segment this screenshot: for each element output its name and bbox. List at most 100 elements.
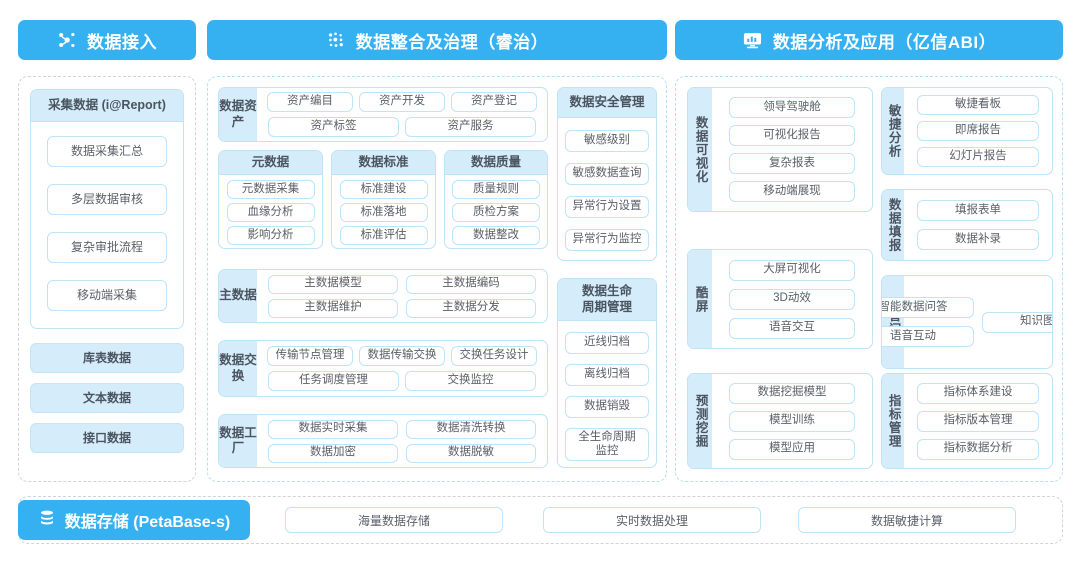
chip-task-schedule[interactable]: 任务调度管理 xyxy=(268,371,399,391)
chip-standard-landing[interactable]: 标准落地 xyxy=(339,203,428,222)
chip-visual-report[interactable]: 可视化报告 xyxy=(729,125,855,146)
header-pill-data-analytics[interactable]: 数据分析及应用（亿信ABI） xyxy=(675,20,1063,60)
chip-voice-dialog[interactable]: 语音互动 xyxy=(882,326,974,347)
chip-sensitive-level[interactable]: 敏感级别 xyxy=(565,130,649,152)
header-pill-data-ingestion[interactable]: 数据接入 xyxy=(18,20,196,60)
header-title: 数据分析及应用（亿信ABI） xyxy=(772,32,997,52)
chip-metric-version[interactable]: 指标版本管理 xyxy=(917,410,1039,432)
chip-lineage-analysis[interactable]: 血缘分析 xyxy=(226,203,315,222)
column-data-analytics: 数据可视化 领导驾驶舱 可视化报告 复杂报表 移动端展现 酷屏 大屏可视化 3D… xyxy=(675,76,1063,482)
chip-node-manage[interactable]: 传输节点管理 xyxy=(267,346,353,366)
bottom-pill-data-storage[interactable]: 数据存储 (PetaBase-s) xyxy=(18,500,250,540)
chip-fill-form[interactable]: 填报表单 xyxy=(917,200,1039,221)
group-data-visualization: 数据可视化 领导驾驶舱 可视化报告 复杂报表 移动端展现 xyxy=(687,87,873,212)
chip-master-model[interactable]: 主数据模型 xyxy=(268,274,398,294)
chip-asset-register[interactable]: 资产登记 xyxy=(451,92,537,112)
card-data-quality: 数据质量 质量规则 质检方案 数据整改 xyxy=(444,150,548,249)
chip-standard-build[interactable]: 标准建设 xyxy=(339,180,428,199)
card-title: 数据标准 xyxy=(332,151,435,175)
card-data-standard: 数据标准 标准建设 标准落地 标准评估 xyxy=(331,150,436,249)
card-title: 数据安全管理 xyxy=(558,88,656,118)
chip-data-rectify[interactable]: 数据整改 xyxy=(452,226,540,245)
chip-impact-analysis[interactable]: 影响分析 xyxy=(226,226,315,245)
group-label: 主数据 xyxy=(219,270,257,322)
chip-collect-summary[interactable]: 数据采集汇总 xyxy=(47,136,167,167)
chip-data-destroy[interactable]: 数据销毁 xyxy=(565,396,649,418)
chip-multilayer-audit[interactable]: 多层数据审核 xyxy=(47,184,167,215)
card-title-line1: 数据生命 xyxy=(581,283,632,298)
chip-api-data[interactable]: 接口数据 xyxy=(30,423,184,453)
chip-agile-dashboard[interactable]: 敏捷看板 xyxy=(917,95,1039,115)
group-label: 数据资产 xyxy=(219,88,257,141)
header-pill-data-governance[interactable]: 数据整合及治理（睿治） xyxy=(207,20,667,60)
group-agile-analysis: 敏捷分析 敏捷看板 即席报告 幻灯片报告 xyxy=(881,87,1053,175)
group-label: 敏捷分析 xyxy=(882,88,904,174)
group-label: 数据工厂 xyxy=(219,415,257,467)
chip-adhoc-report[interactable]: 即席报告 xyxy=(917,121,1039,141)
chip-abnormal-monitor[interactable]: 异常行为监控 xyxy=(565,229,649,251)
chip-realtime-collect[interactable]: 数据实时采集 xyxy=(268,419,398,439)
chip-metric-data-analysis[interactable]: 指标数据分析 xyxy=(917,438,1039,460)
chip-slide-report[interactable]: 幻灯片报告 xyxy=(917,147,1039,167)
chip-label-line2: 监控 xyxy=(595,444,619,457)
group-data-asset: 数据资产 资产编目 资产开发 资产登记 资产标签 资产服务 xyxy=(218,87,548,142)
chip-smart-data-qa[interactable]: 智能数据问答 xyxy=(882,297,974,318)
group-data-exchange: 数据交换 传输节点管理 数据传输交换 交换任务设计 任务调度管理 交换监控 xyxy=(218,340,548,397)
chip-offline-archive[interactable]: 离线归档 xyxy=(565,364,649,386)
group-cool-screen: 酷屏 大屏可视化 3D动效 语音交互 xyxy=(687,249,873,349)
group-label: 智问 xyxy=(882,276,904,368)
chip-metric-system-build[interactable]: 指标体系建设 xyxy=(917,382,1039,404)
chip-3d-effects[interactable]: 3D动效 xyxy=(729,288,855,310)
group-smart-qa: 智问 智能数据问答 语音互动 知识图谱 xyxy=(881,275,1053,369)
chip-knowledge-graph[interactable]: 知识图谱 xyxy=(982,311,1052,333)
chip-mass-storage[interactable]: 海量数据存储 xyxy=(285,507,503,533)
chip-data-encrypt[interactable]: 数据加密 xyxy=(268,443,398,463)
group-data-factory: 数据工厂 数据实时采集 数据清洗转换 数据加密 数据脱敏 xyxy=(218,414,548,468)
chip-master-distribute[interactable]: 主数据分发 xyxy=(406,298,536,318)
chip-data-supplement[interactable]: 数据补录 xyxy=(917,229,1039,250)
chip-lifecycle-monitor[interactable]: 全生命周期 监控 xyxy=(565,428,649,461)
group-label: 数据填报 xyxy=(882,190,904,260)
chip-master-code[interactable]: 主数据编码 xyxy=(406,274,536,294)
chip-model-training[interactable]: 模型训练 xyxy=(729,410,855,432)
chip-mobile-collect[interactable]: 移动端采集 xyxy=(47,280,167,311)
chip-approval-flow[interactable]: 复杂审批流程 xyxy=(47,232,167,263)
chip-complex-report[interactable]: 复杂报表 xyxy=(729,153,855,174)
chip-table-data[interactable]: 库表数据 xyxy=(30,343,184,373)
chip-transfer-exchange[interactable]: 数据传输交换 xyxy=(359,346,445,366)
chip-bigscreen-visual[interactable]: 大屏可视化 xyxy=(729,259,855,281)
chip-mining-model[interactable]: 数据挖掘模型 xyxy=(729,382,855,404)
chip-asset-service[interactable]: 资产服务 xyxy=(405,117,536,137)
chip-model-apply[interactable]: 模型应用 xyxy=(729,438,855,460)
chip-realtime-processing[interactable]: 实时数据处理 xyxy=(543,507,761,533)
chip-master-maintain[interactable]: 主数据维护 xyxy=(268,298,398,318)
chip-standard-assess[interactable]: 标准评估 xyxy=(339,226,428,245)
chip-asset-dev[interactable]: 资产开发 xyxy=(359,92,445,112)
card-title: 数据生命 周期管理 xyxy=(558,279,656,321)
group-data-filling: 数据填报 填报表单 数据补录 xyxy=(881,189,1053,261)
chip-quality-rule[interactable]: 质量规则 xyxy=(452,180,540,199)
chip-quality-plan[interactable]: 质检方案 xyxy=(452,203,540,222)
chip-nearline-archive[interactable]: 近线归档 xyxy=(565,332,649,354)
chip-exchange-task-design[interactable]: 交换任务设计 xyxy=(451,346,537,366)
group-label: 数据交换 xyxy=(219,341,257,396)
chip-leader-cockpit[interactable]: 领导驾驶舱 xyxy=(729,97,855,118)
chip-abnormal-setting[interactable]: 异常行为设置 xyxy=(565,196,649,218)
chip-asset-tag[interactable]: 资产标签 xyxy=(268,117,399,137)
group-predictive-mining: 预测挖掘 数据挖掘模型 模型训练 模型应用 xyxy=(687,373,873,469)
chip-asset-catalog[interactable]: 资产编目 xyxy=(267,92,353,112)
chip-text-data[interactable]: 文本数据 xyxy=(30,383,184,413)
chip-exchange-monitor[interactable]: 交换监控 xyxy=(405,371,536,391)
chip-voice-interaction[interactable]: 语音交互 xyxy=(729,317,855,339)
chip-mobile-display[interactable]: 移动端展现 xyxy=(729,181,855,202)
card-title: 元数据 xyxy=(219,151,322,175)
header-title: 数据整合及治理（睿治） xyxy=(355,32,549,52)
chip-metadata-collect[interactable]: 元数据采集 xyxy=(226,180,315,199)
card-title: 数据质量 xyxy=(445,151,547,175)
header-title: 数据接入 xyxy=(87,32,157,52)
chip-sensitive-query[interactable]: 敏感数据查询 xyxy=(565,163,649,185)
bottom-pill-title: 数据存储 (PetaBase-s) xyxy=(64,514,231,531)
chip-data-mask[interactable]: 数据脱敏 xyxy=(406,443,536,463)
chip-agile-compute[interactable]: 数据敏捷计算 xyxy=(798,507,1016,533)
chip-clean-transform[interactable]: 数据清洗转换 xyxy=(406,419,536,439)
